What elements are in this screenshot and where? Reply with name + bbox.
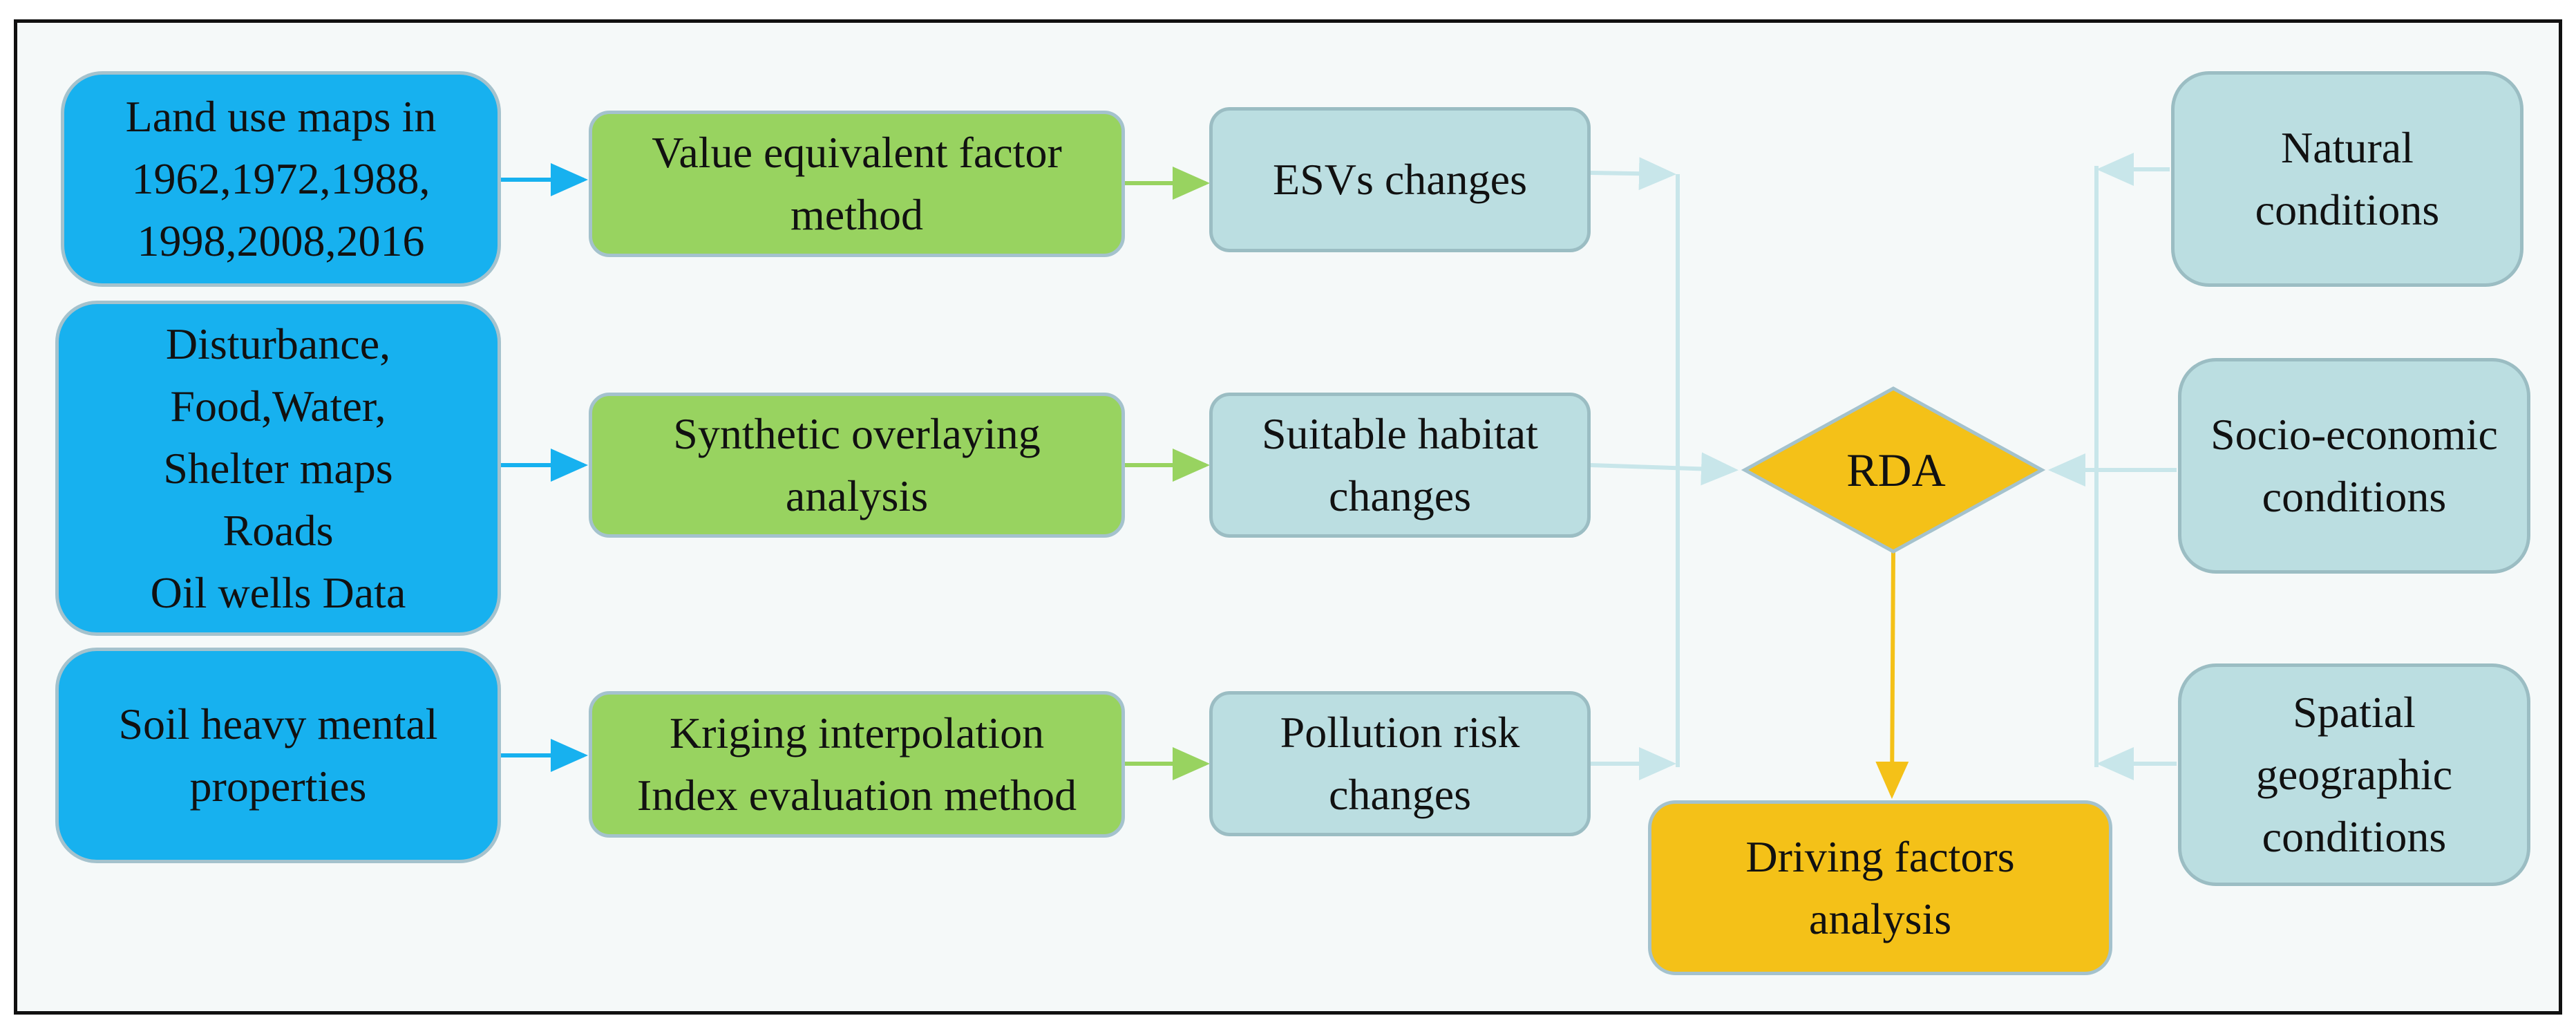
input-soil-properties: Soil heavy mental properties — [55, 648, 501, 863]
arrow-habitat-to-rda — [1590, 452, 1739, 486]
input-habitat-data: Disturbance, Food,Water, Shelter maps Ro… — [55, 301, 501, 636]
rda-diamond — [1741, 386, 2046, 554]
input-land-use-maps: Land use maps in 1962,1972,1988, 1998,20… — [61, 71, 501, 287]
socio-economic-conditions: Socio-economic conditions — [2178, 358, 2530, 574]
method-synthetic-overlaying: Synthetic overlaying analysis — [589, 393, 1125, 538]
method-value-equivalent-factor: Value equivalent factor method — [589, 111, 1125, 257]
suitable-habitat-changes: Suitable habitat changes — [1209, 393, 1591, 538]
spatial-geographic-conditions: Spatial geographic conditions — [2178, 663, 2530, 886]
arrow-esvs-to-collector — [1590, 157, 1676, 191]
esvs-changes: ESVs changes — [1209, 107, 1591, 252]
pollution-risk-changes: Pollution risk changes — [1209, 691, 1591, 836]
method-kriging-interpolation: Kriging interpolation Index evaluation m… — [589, 691, 1125, 838]
driving-factors-analysis: Driving factors analysis — [1648, 800, 2112, 975]
natural-conditions: Natural conditions — [2171, 71, 2523, 287]
arrow-rda-to-output — [1875, 549, 1909, 799]
rda-label: RDA — [1846, 443, 1946, 496]
